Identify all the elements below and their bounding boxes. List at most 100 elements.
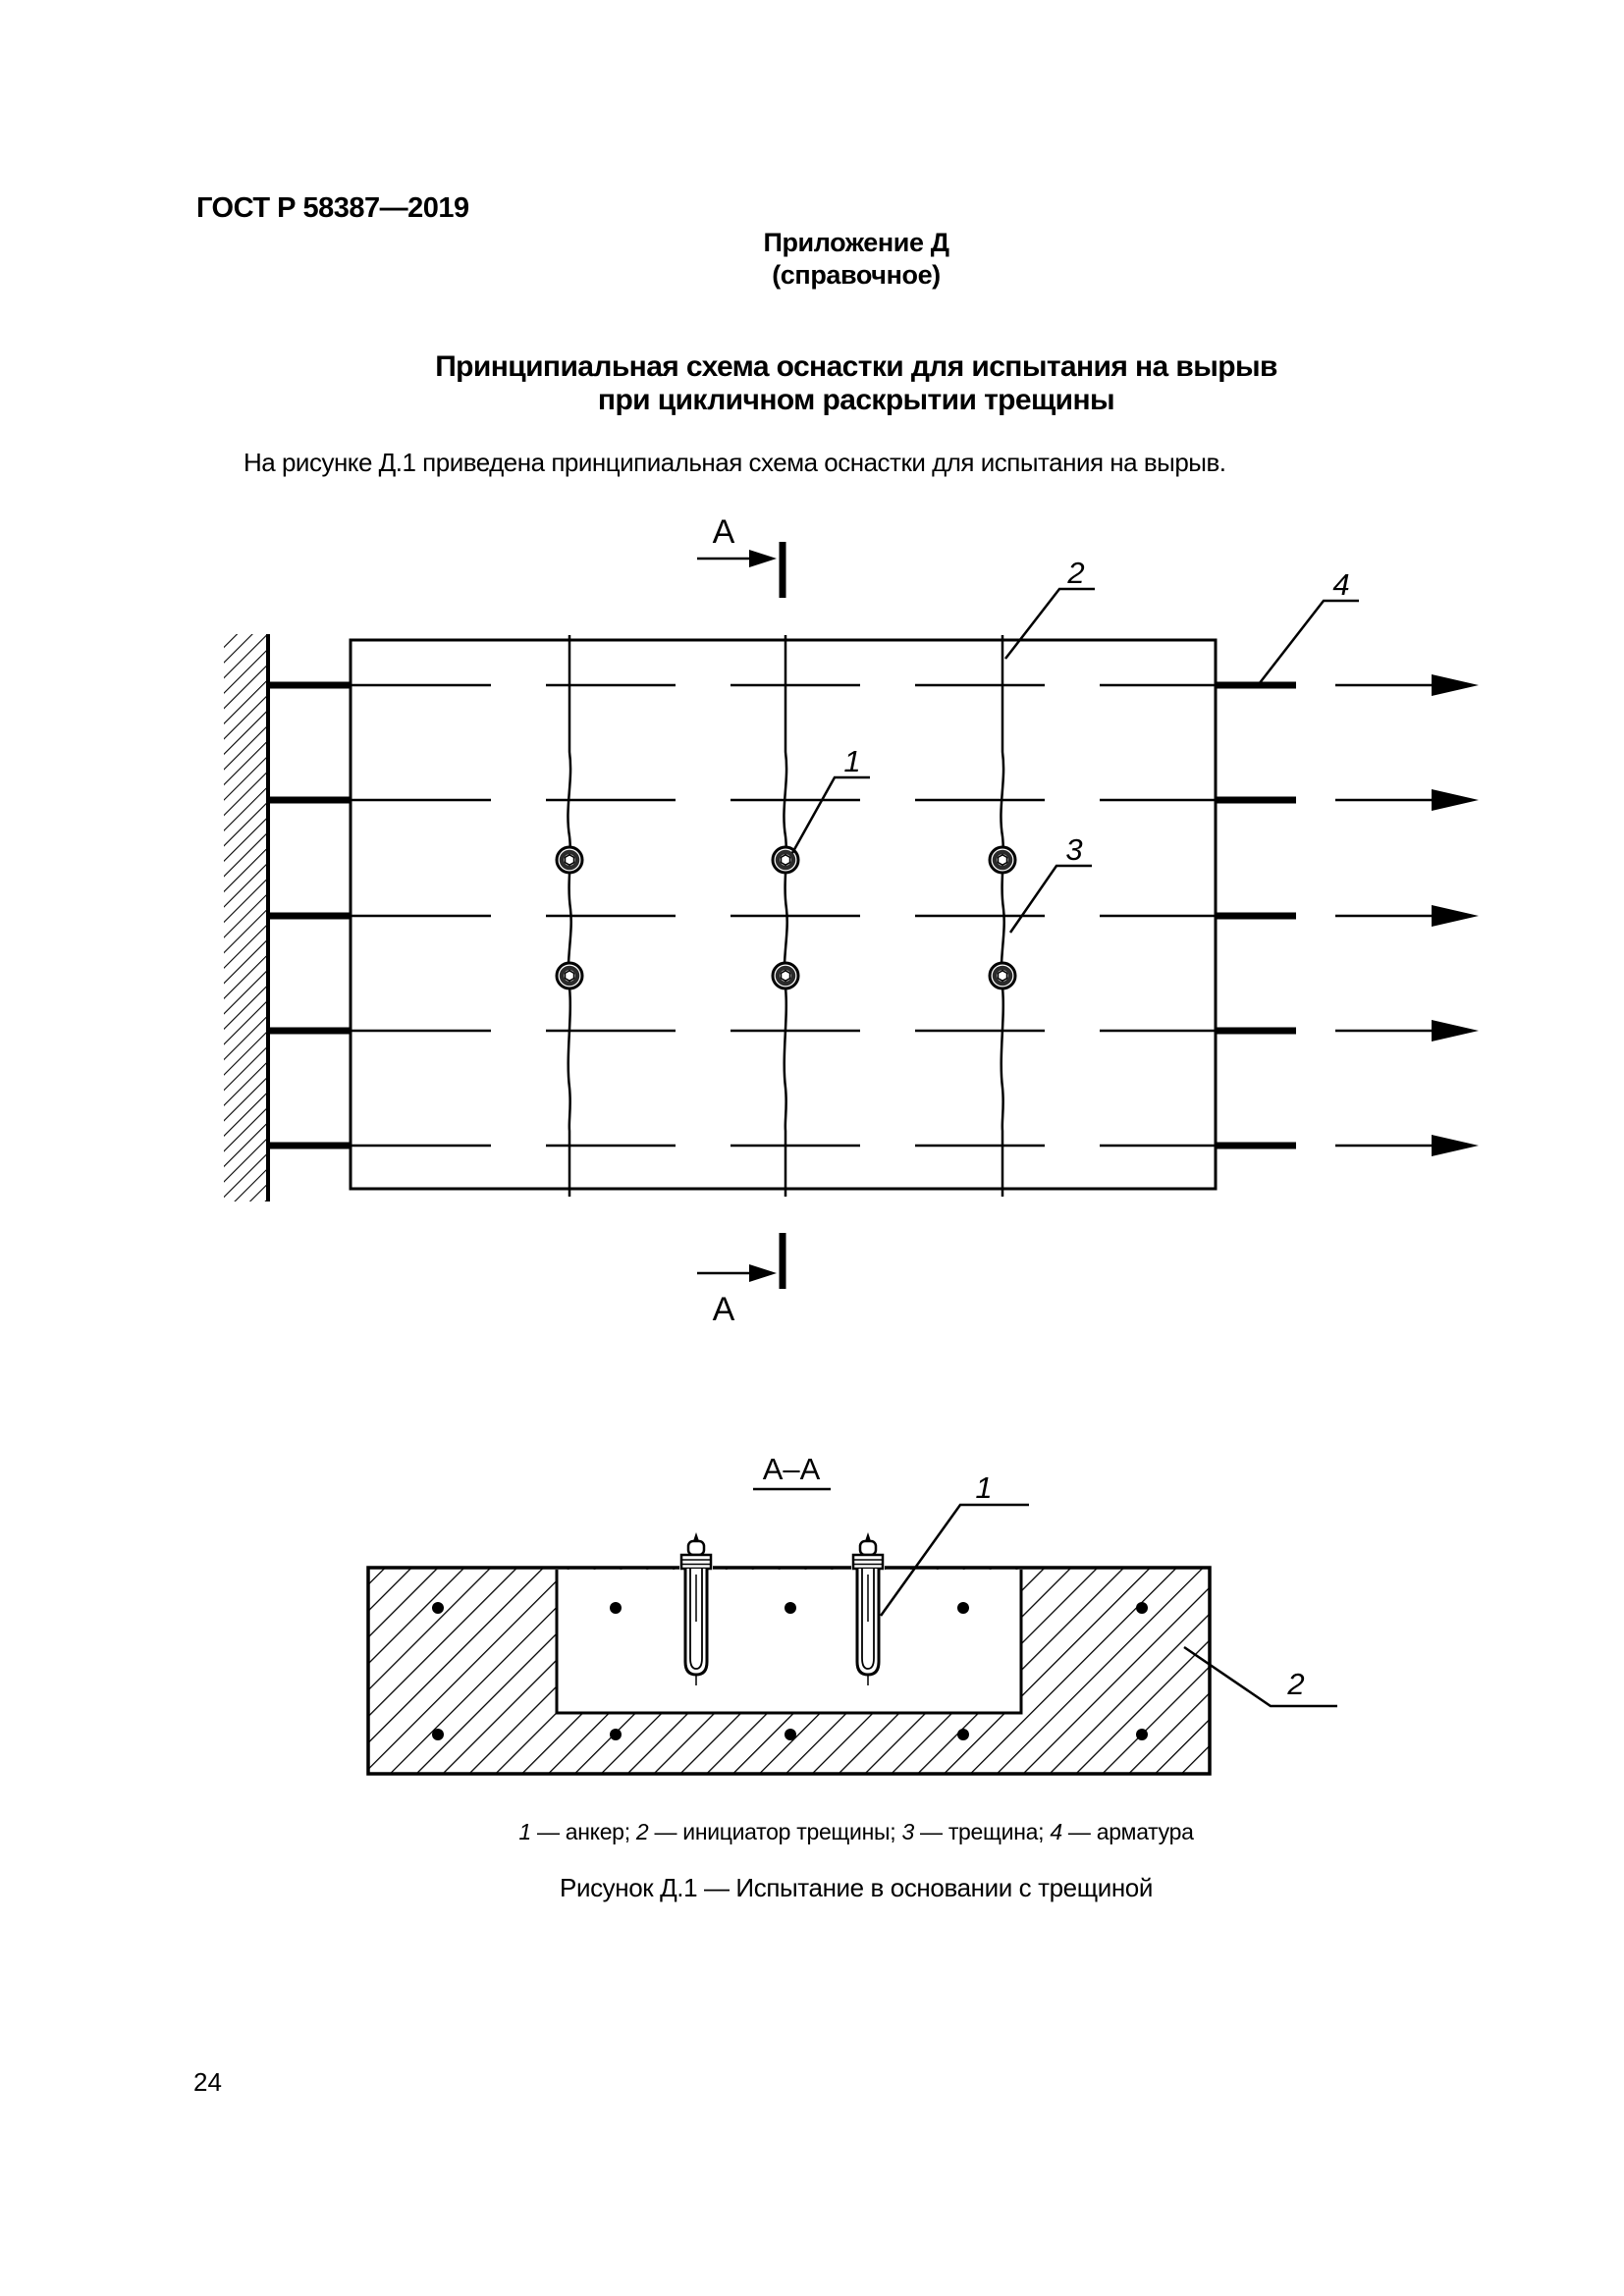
rebar-dot <box>1136 1602 1148 1614</box>
recess-outline <box>555 1570 1023 1715</box>
legend-dash: — <box>530 1819 566 1844</box>
plan-view: А А 1 2 3 4 <box>224 513 1479 1328</box>
section-view-title: А–А <box>763 1452 821 1486</box>
document-header: ГОСТ Р 58387—2019 <box>196 192 469 224</box>
anchor-ring <box>559 849 580 871</box>
crack-line <box>783 635 788 1197</box>
rebar-dot <box>610 1602 622 1614</box>
crack-line <box>1000 635 1005 1197</box>
appendix-heading: Приложение Д (справочное) <box>245 227 1467 292</box>
callout-rebar-number: 4 <box>1332 567 1349 602</box>
legend-dash: — <box>648 1819 683 1844</box>
section-marker-arrowhead-icon <box>749 550 777 567</box>
leader-line <box>1008 864 1092 934</box>
anchor-bolts <box>679 1531 885 1685</box>
leader-line <box>1183 1645 1337 1708</box>
bolt-tip <box>693 1532 699 1541</box>
anchor-bolt <box>851 1531 885 1685</box>
anchor-ring <box>992 849 1013 871</box>
callout-anchor-section: 1 <box>879 1470 1029 1617</box>
appendix-label: Приложение Д <box>763 228 949 257</box>
figure-legend: 1 — анкер; 2 — инициатор трещины; 3 — тр… <box>245 1819 1467 1845</box>
anchor-symbol <box>555 961 584 990</box>
leader-line <box>879 1503 1029 1617</box>
rebar-dot <box>432 1602 444 1614</box>
anchor-symbol <box>555 845 584 875</box>
callout-anchor-number: 1 <box>975 1470 992 1505</box>
anchor-hex <box>564 969 575 983</box>
callout-anchor: 1 <box>790 744 870 854</box>
callout-crack-initiator-section: 2 <box>1183 1645 1337 1708</box>
section-marker-letter: А <box>713 1291 735 1328</box>
legend-num: 1 <box>518 1819 531 1844</box>
load-arrowhead-icon <box>1432 789 1479 811</box>
bolt-shaft-inner <box>861 1569 875 1670</box>
anchor-hex <box>780 853 791 867</box>
leader-line <box>1258 599 1359 685</box>
concrete-block-outline <box>366 1566 1212 1776</box>
rebar-section-dots <box>432 1602 1148 1740</box>
callout-crack-initiator: 2 <box>1004 556 1095 660</box>
figure-caption: Рисунок Д.1 — Испытание в основании с тр… <box>560 1873 1153 1902</box>
rebar-rows <box>268 674 1479 1156</box>
legend-sep: ; <box>1038 1819 1051 1844</box>
callout-crack-initiator-number: 2 <box>1066 556 1084 590</box>
leader-line <box>1004 587 1095 660</box>
recess-area <box>557 1570 1021 1713</box>
anchor-ring <box>992 965 1013 987</box>
anchor-ring <box>775 965 796 987</box>
anchor-ring <box>775 849 796 871</box>
intro-paragraph: На рисунке Д.1 приведена принципиальная … <box>244 448 1226 477</box>
legend-num: 3 <box>901 1819 914 1844</box>
legend-term: анкер <box>565 1819 624 1844</box>
bolt-nut <box>679 1553 713 1571</box>
appendix-kind: (справочное) <box>772 260 941 290</box>
load-arrowhead-icon <box>1432 905 1479 927</box>
section-marker-top: А <box>697 513 786 598</box>
bolt-tip <box>865 1532 871 1541</box>
legend-num: 4 <box>1050 1819 1062 1844</box>
page-title-line1: Принципиальная схема оснастки для испыта… <box>435 350 1277 383</box>
callout-anchor-number: 1 <box>843 744 860 778</box>
bolt-shaft-inner <box>689 1569 703 1670</box>
callout-rebar: 4 <box>1258 567 1359 685</box>
bolt-nut <box>851 1553 885 1571</box>
legend-dash: — <box>1061 1819 1097 1844</box>
anchor-symbol <box>771 845 800 875</box>
rebar-dot <box>432 1729 444 1740</box>
legend-sep: ; <box>623 1819 636 1844</box>
anchor-symbols <box>555 845 1017 990</box>
legend-dash: — <box>913 1819 948 1844</box>
rebar-dot <box>610 1729 622 1740</box>
load-arrowhead-icon <box>1432 1020 1479 1041</box>
rebar-dot <box>785 1729 796 1740</box>
crack-line <box>567 635 572 1197</box>
anchor-symbol <box>988 961 1017 990</box>
rebar-dot <box>957 1729 969 1740</box>
leader-line <box>790 775 870 854</box>
legend-term: инициатор трещины <box>682 1819 891 1844</box>
bolt-cap <box>858 1539 878 1557</box>
section-cut-bar <box>779 542 786 598</box>
page-title-line2: при цикличном раскрытии трещины <box>597 384 1115 416</box>
anchor-ring <box>559 965 580 987</box>
legend-term: арматура <box>1096 1819 1194 1844</box>
section-marker-letter: А <box>713 513 735 551</box>
legend-sep: ; <box>890 1819 902 1844</box>
anchor-bolt <box>679 1531 713 1685</box>
crack-lines <box>567 635 1005 1197</box>
callout-crack: 3 <box>1008 832 1092 934</box>
specimen-outline <box>349 638 1218 1191</box>
anchor-symbol <box>771 961 800 990</box>
bolt-cap <box>686 1539 706 1557</box>
legend-num: 2 <box>635 1819 649 1844</box>
section-marker-bottom: А <box>697 1233 786 1328</box>
section-marker-arrowhead-icon <box>749 1264 777 1282</box>
page-title: Принципиальная схема оснастки для испыта… <box>245 350 1467 417</box>
rebar-dot <box>957 1602 969 1614</box>
callout-crack-initiator-number: 2 <box>1286 1667 1304 1701</box>
load-arrowhead-icon <box>1432 674 1479 696</box>
anchor-symbol <box>988 845 1017 875</box>
